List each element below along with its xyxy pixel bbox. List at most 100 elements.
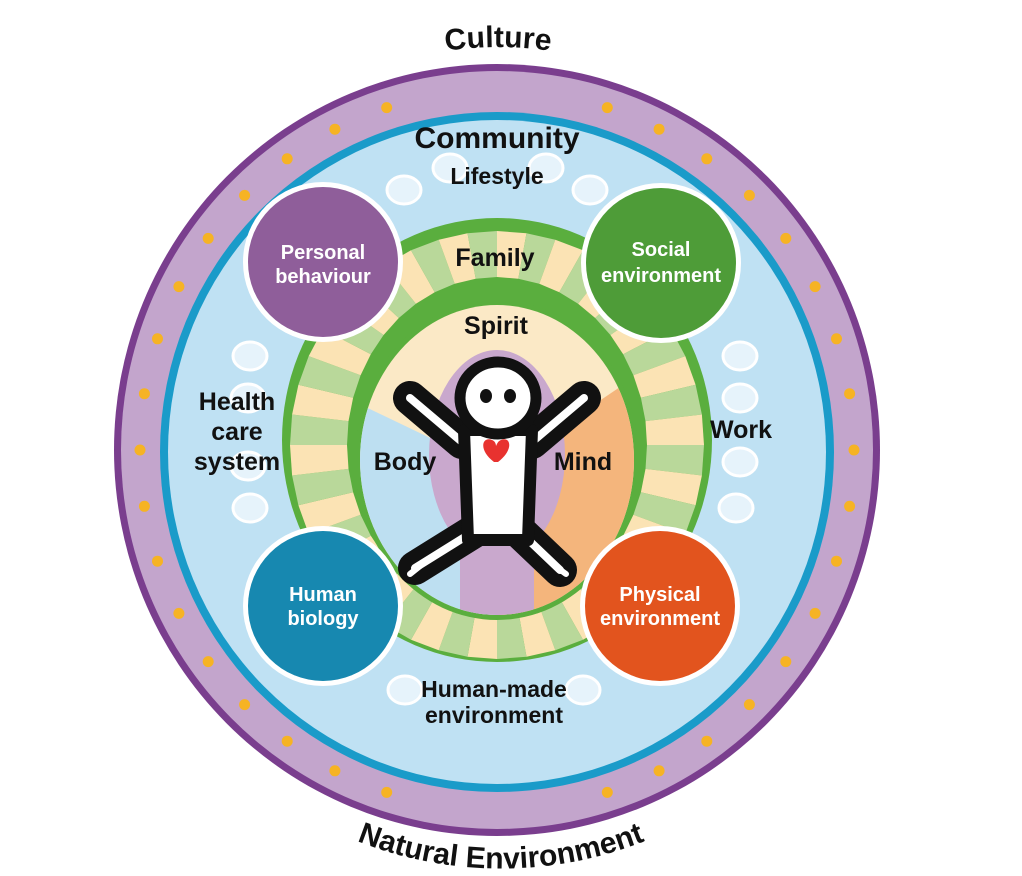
culture-dot <box>138 388 150 400</box>
family-ring-segment <box>633 492 696 534</box>
culture-dot <box>743 699 755 711</box>
family-ring-segment <box>298 492 361 534</box>
human-biology-circle: Human biology <box>243 526 403 686</box>
family-ring-segment <box>640 384 702 422</box>
culture-dot <box>173 607 185 619</box>
culture-dot <box>152 555 163 567</box>
family-ring-segment <box>411 597 455 651</box>
health-care-system-label-line1: Health <box>199 388 275 416</box>
culture-dot <box>134 444 146 456</box>
community-oval <box>385 174 423 206</box>
community-oval <box>386 674 424 706</box>
culture-dot <box>831 555 842 567</box>
culture-dot <box>173 281 185 293</box>
social-environment-label-line1: Social <box>632 239 691 261</box>
culture-dot <box>743 189 755 201</box>
figure-right-eye <box>504 389 516 403</box>
culture-dot <box>653 123 665 135</box>
family-ring-segment <box>290 414 349 445</box>
community-oval <box>231 492 269 524</box>
community-oval <box>229 382 267 414</box>
family-ring-segment <box>290 445 349 476</box>
culture-label: Culture <box>443 21 554 58</box>
personal-behaviour-label-line2: behaviour <box>275 266 371 288</box>
social-environment-label-line2: environment <box>601 265 721 287</box>
family-ring-segment <box>518 233 556 284</box>
family-ring-segment <box>292 384 354 422</box>
human-made-environment-label-line2: environment <box>425 702 563 728</box>
culture-dot <box>809 281 821 293</box>
family-ring-segment <box>645 414 704 445</box>
lifestyle-label: Lifestyle <box>450 163 543 189</box>
community-oval <box>717 492 755 524</box>
culture-dot <box>239 699 251 711</box>
family-ring-segment <box>518 606 556 657</box>
culture-dot <box>281 153 293 165</box>
family-ring-segment <box>411 239 455 293</box>
community-oval <box>229 450 267 482</box>
culture-dot <box>381 786 393 798</box>
body-label: Body <box>374 448 437 476</box>
family-ring-segment <box>467 611 497 659</box>
culture-dot <box>848 444 860 456</box>
family-ring-segment <box>298 356 361 398</box>
culture-dot-ring <box>134 102 860 798</box>
family-ring-segment <box>633 356 696 398</box>
mind-label: Mind <box>554 448 612 476</box>
community-oval <box>564 674 602 706</box>
culture-dot <box>281 735 293 747</box>
culture-dot <box>701 153 713 165</box>
family-ring-segment <box>438 233 476 284</box>
human-biology-label-line2: biology <box>287 608 359 630</box>
community-oval <box>431 152 469 184</box>
human-made-environment-label-line1: Human-made <box>421 676 567 702</box>
culture-dot <box>329 123 341 135</box>
personal-behaviour-circle: Personal behaviour <box>243 182 403 342</box>
culture-dot <box>239 189 251 201</box>
community-oval <box>571 174 609 206</box>
culture-dot <box>831 333 842 345</box>
heart-icon <box>483 439 510 462</box>
family-ring-segment <box>438 606 476 657</box>
family-ring-segment <box>497 231 527 279</box>
community-label: Community <box>415 122 580 155</box>
family-label: Family <box>455 244 534 272</box>
family-ring-segment <box>539 597 583 651</box>
community-oval <box>721 340 759 372</box>
spirit-label: Spirit <box>464 312 529 340</box>
culture-dot <box>780 656 792 668</box>
culture-dot <box>809 607 821 619</box>
human-biology-label-line1: Human <box>289 584 357 606</box>
work-label: Work <box>710 416 772 444</box>
family-ring-segment <box>497 611 527 659</box>
culture-dot <box>701 735 713 747</box>
physical-environment-label-line1: Physical <box>619 584 700 606</box>
community-oval-markers <box>229 152 759 706</box>
culture-dot <box>780 232 792 244</box>
family-ring-segment <box>467 231 497 279</box>
culture-dot <box>202 232 214 244</box>
culture-dot <box>601 786 613 798</box>
family-ring-segment <box>292 468 354 506</box>
physical-environment-label-line2: environment <box>600 608 720 630</box>
culture-dot <box>329 765 341 777</box>
culture-dot <box>844 388 856 400</box>
community-oval <box>721 446 759 478</box>
culture-dot <box>653 765 665 777</box>
family-ring-segment <box>539 239 583 293</box>
family-ring-segment <box>645 445 704 476</box>
culture-dot <box>381 102 393 114</box>
figure-left-eye <box>480 389 492 403</box>
culture-dot <box>138 500 150 512</box>
culture-dot <box>202 656 214 668</box>
personal-behaviour-label-line1: Personal <box>281 242 365 264</box>
family-ring-segment <box>640 468 702 506</box>
health-care-system-label-line2: care <box>211 418 263 446</box>
culture-dot <box>601 102 613 114</box>
community-oval <box>721 382 759 414</box>
person-figure-icon <box>393 356 601 587</box>
community-oval <box>231 340 269 372</box>
social-environment-circle: Social environment <box>581 183 741 343</box>
culture-dot <box>844 500 856 512</box>
